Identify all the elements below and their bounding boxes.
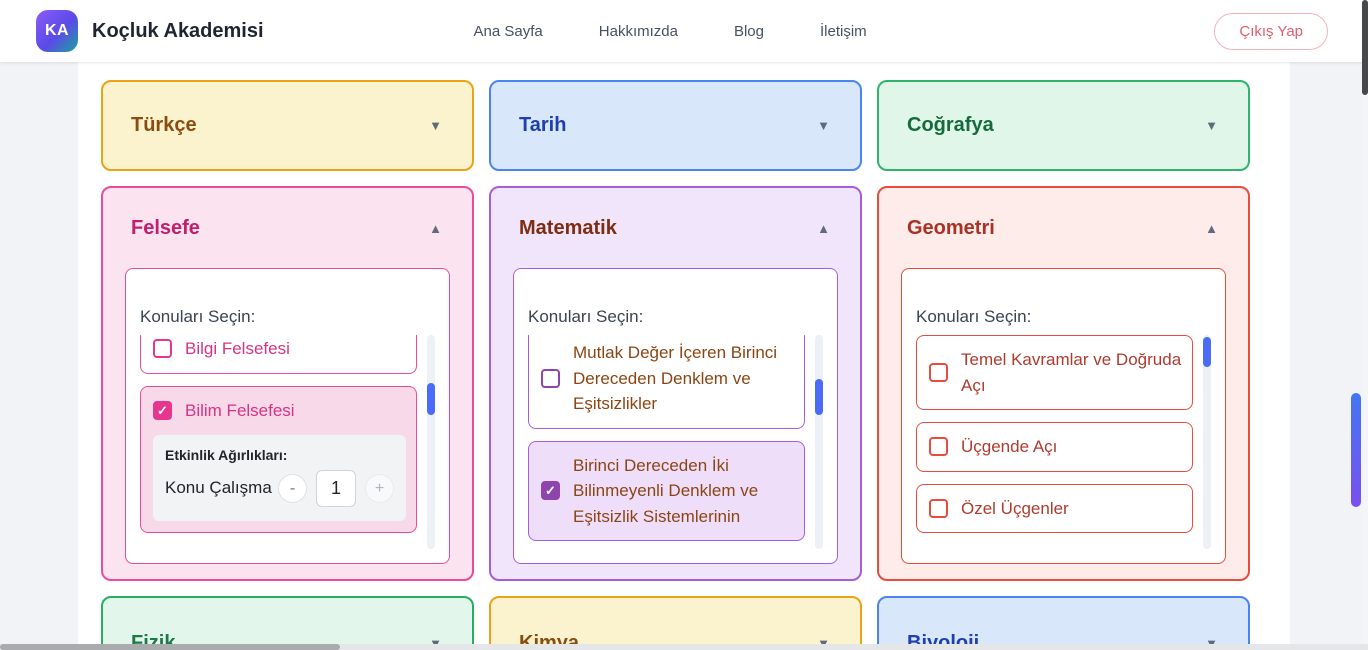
chevron-down-icon[interactable]: ▼ [817, 118, 830, 133]
select-topics-label: Konuları Seçin: [140, 307, 256, 326]
checkbox-unchecked[interactable] [153, 339, 172, 359]
top-navbar: KA Koçluk Akademisi Ana Sayfa Hakkımızda… [0, 0, 1368, 62]
checkbox-checked[interactable]: ✓ [153, 400, 172, 420]
main-content: Türkçe ▼ Tarih ▼ Coğrafya ▼ Felsefe ▲ [78, 62, 1290, 650]
vertical-scrollbar-thumb[interactable] [1362, 0, 1368, 95]
activity-weights-panel: Etkinlik Ağırlıkları: Konu Çalışma - + [153, 435, 406, 521]
topic-item-ozel-ucgenler[interactable]: Özel Üçgenler [916, 483, 1193, 533]
nav-link-contact[interactable]: İletişim [820, 22, 867, 40]
weight-label: Konu Çalışma [165, 478, 272, 498]
subject-card-fizik: Fizik ▼ [101, 596, 474, 650]
subject-card-kimya: Kimya ▼ [489, 596, 862, 650]
topic-label: Birinci Dereceden İki Bilinmeyenli Denkl… [573, 455, 759, 526]
subject-card-felsefe: Felsefe ▲ Konuları Seçin: Bilgi Felsefes… [101, 186, 474, 581]
card-header-turkce[interactable]: Türkçe ▼ [103, 82, 472, 169]
checkbox-checked[interactable]: ✓ [541, 481, 560, 501]
card-header-geometri[interactable]: Geometri ▲ [879, 188, 1248, 268]
chevron-down-icon[interactable]: ▼ [1205, 118, 1218, 133]
decrement-button[interactable]: - [278, 474, 307, 503]
checkbox-unchecked[interactable] [929, 498, 948, 518]
increment-button[interactable]: + [365, 474, 394, 503]
subject-card-biyoloji: Biyoloji ▼ [877, 596, 1250, 650]
chevron-down-icon[interactable]: ▼ [429, 118, 442, 133]
weight-row-konu-calisma: Konu Çalışma - + [165, 470, 394, 507]
checkbox-unchecked[interactable] [929, 363, 948, 382]
topic-list-geometri[interactable]: Temel Kavramlar ve Doğruda Açı Üçgende A… [916, 335, 1211, 549]
topic-label: Üçgende Açı [961, 437, 1058, 456]
card-title: Geometri [907, 216, 995, 239]
card-title: Felsefe [131, 216, 200, 239]
brand-title: Koçluk Akademisi [92, 19, 264, 42]
topic-item-ucgende-aci[interactable]: Üçgende Açı [916, 422, 1193, 472]
select-topics-label: Konuları Seçin: [916, 307, 1032, 326]
scrollbar-thumb[interactable] [427, 383, 435, 415]
select-topics-label: Konuları Seçin: [528, 307, 644, 326]
card-header-kimya[interactable]: Kimya ▼ [491, 598, 860, 650]
chevron-up-icon[interactable]: ▲ [429, 220, 442, 236]
card-header-tarih[interactable]: Tarih ▼ [491, 82, 860, 169]
subject-card-tarih: Tarih ▼ [489, 80, 862, 171]
subject-card-geometri: Geometri ▲ Konuları Seçin: Temel Kavraml… [877, 186, 1250, 581]
subject-card-matematik: Matematik ▲ Konuları Seçin: Mutlak Değer… [489, 186, 862, 581]
subject-card-cografya: Coğrafya ▼ [877, 80, 1250, 171]
subject-card-grid: Türkçe ▼ Tarih ▼ Coğrafya ▼ Felsefe ▲ [101, 80, 1250, 650]
weight-value-input[interactable] [316, 470, 356, 507]
scrollbar-thumb[interactable] [1203, 337, 1211, 367]
horizontal-scrollbar-thumb[interactable] [0, 644, 340, 650]
topic-label: Özel Üçgenler [961, 498, 1069, 518]
topic-label: Bilgi Felsefesi [185, 339, 290, 358]
topic-item-birinci-dereceden[interactable]: ✓ Birinci Dereceden İki Bilinmeyenli Den… [528, 440, 805, 541]
subject-card-turkce: Türkçe ▼ [101, 80, 474, 171]
topic-label: Bilim Felsefesi [185, 400, 295, 420]
topic-list-scrollbar[interactable] [427, 335, 435, 549]
quantity-stepper: - + [278, 470, 394, 507]
chevron-up-icon[interactable]: ▲ [1205, 220, 1218, 236]
logout-button[interactable]: Çıkış Yap [1214, 12, 1328, 50]
chevron-up-icon[interactable]: ▲ [817, 220, 830, 236]
topics-panel-matematik: Konuları Seçin: Mutlak Değer İçeren Biri… [513, 268, 838, 564]
custom-scrollbar-thumb[interactable] [1351, 393, 1361, 507]
card-header-matematik[interactable]: Matematik ▲ [491, 188, 860, 268]
topic-label: Temel Kavramlar ve Doğruda Açı [961, 350, 1182, 395]
card-header-fizik[interactable]: Fizik ▼ [103, 598, 472, 650]
card-header-cografya[interactable]: Coğrafya ▼ [879, 82, 1248, 169]
card-title: Coğrafya [907, 114, 994, 136]
topic-list-scrollbar[interactable] [1203, 335, 1211, 549]
nav-link-blog[interactable]: Blog [733, 22, 764, 40]
vertical-scrollbar[interactable] [1362, 0, 1368, 650]
weights-heading: Etkinlik Ağırlıkları: [165, 447, 288, 463]
topics-panel-felsefe: Konuları Seçin: Bilgi Felsefesi ✓ Bilim … [125, 268, 450, 564]
card-header-felsefe[interactable]: Felsefe ▲ [103, 188, 472, 268]
topic-item-bilim-felsefesi[interactable]: ✓ Bilim Felsefesi Etkinlik Ağırlıkları: … [140, 385, 417, 533]
card-title: Tarih [519, 114, 567, 136]
card-title: Matematik [519, 216, 617, 239]
checkbox-unchecked[interactable] [929, 437, 948, 457]
topic-label: Mutlak Değer İçeren Birinci Dereceden De… [573, 343, 778, 413]
card-title: Türkçe [131, 114, 197, 136]
nav-link-about[interactable]: Hakkımızda [598, 22, 678, 40]
topic-list-felsefe[interactable]: Bilgi Felsefesi ✓ Bilim Felsefesi Etkinl… [140, 335, 435, 549]
nav-link-home[interactable]: Ana Sayfa [473, 22, 543, 40]
main-nav: Ana Sayfa Hakkımızda Blog İletişim [474, 23, 867, 40]
card-header-biyoloji[interactable]: Biyoloji ▼ [879, 598, 1248, 650]
topic-item-temel-kavramlar[interactable]: Temel Kavramlar ve Doğruda Açı [916, 335, 1193, 410]
topic-item-mutlak-deger[interactable]: Mutlak Değer İçeren Birinci Dereceden De… [528, 335, 805, 429]
topic-list-scrollbar[interactable] [815, 335, 823, 549]
topics-panel-geometri: Konuları Seçin: Temel Kavramlar ve Doğru… [901, 268, 1226, 564]
topic-list-matematik[interactable]: Mutlak Değer İçeren Birinci Dereceden De… [528, 335, 823, 549]
scrollbar-thumb[interactable] [815, 379, 823, 415]
brand-logo: KA [36, 10, 78, 52]
topic-item-bilgi-felsefesi[interactable]: Bilgi Felsefesi [140, 335, 417, 374]
horizontal-scrollbar[interactable] [0, 644, 1368, 650]
checkbox-unchecked[interactable] [541, 368, 560, 388]
